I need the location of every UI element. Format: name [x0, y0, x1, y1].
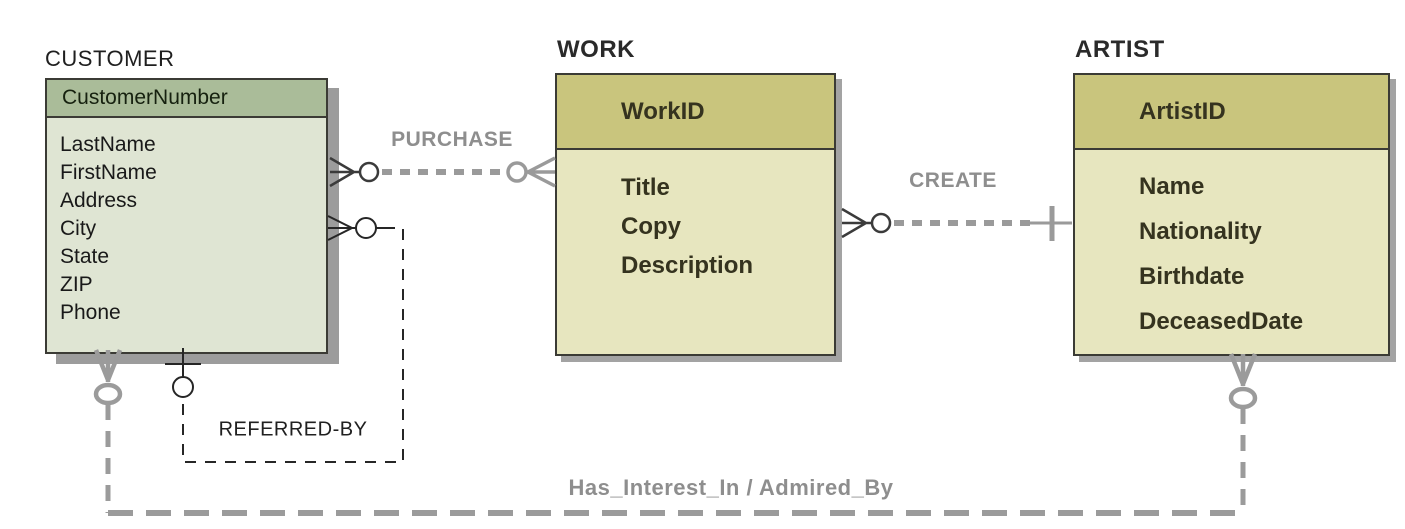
relationship-label-purchase: PURCHASE — [387, 128, 517, 152]
optional-circle-icon — [358, 161, 380, 183]
attribute: Phone — [60, 301, 121, 324]
crows-foot-many-icon — [524, 156, 556, 188]
crows-foot-many-icon — [841, 207, 872, 239]
crows-foot-many-icon — [329, 156, 360, 188]
optional-circle-icon — [93, 382, 123, 406]
entity-work-key: WorkID — [557, 75, 834, 150]
one-bar-icon — [165, 348, 201, 377]
entity-artist-key: ArtistID — [1075, 75, 1388, 150]
attribute: Birthdate — [1139, 263, 1245, 290]
entity-title-artist: ARTIST — [1075, 36, 1165, 63]
optional-circle-icon — [1228, 386, 1258, 410]
optional-circle-icon — [172, 376, 194, 398]
attribute: Description — [621, 252, 754, 279]
attribute: Nationality — [1139, 218, 1262, 245]
attribute: ZIP — [60, 273, 93, 296]
crows-foot-many-icon — [93, 349, 123, 382]
entity-work-attributes: Title Copy Description — [557, 150, 834, 354]
entity-work: WorkID Title Copy Description — [555, 73, 836, 356]
entity-title-work: WORK — [557, 36, 635, 63]
create-relationship — [841, 206, 1072, 241]
optional-circle-icon — [355, 217, 377, 239]
attribute: Address — [60, 189, 138, 212]
attribute: State — [60, 245, 110, 268]
entity-artist: ArtistID Name Nationality Birthdate Dece… — [1073, 73, 1390, 356]
entity-customer: CustomerNumber LastName FirstName Addres… — [45, 78, 328, 354]
attribute: LastName — [60, 133, 156, 156]
attribute: Title — [621, 174, 670, 201]
crows-foot-many-icon — [1228, 353, 1258, 386]
attribute: City — [60, 217, 97, 240]
optional-circle-icon — [506, 161, 528, 183]
optional-circle-icon — [870, 212, 892, 234]
relationship-label-has-interest: Has_Interest_In / Admired_By — [564, 475, 898, 501]
attribute: Name — [1139, 173, 1205, 200]
has-interest-relationship — [93, 349, 1258, 516]
purchase-relationship — [329, 156, 556, 188]
attribute: DeceasedDate — [1139, 308, 1304, 335]
entity-customer-key: CustomerNumber — [47, 80, 326, 118]
crows-foot-many-icon — [327, 215, 356, 241]
attribute: FirstName — [60, 161, 157, 184]
relationship-label-referred-by: REFERRED-BY — [214, 418, 372, 442]
referred-by-relationship — [165, 215, 404, 463]
entity-artist-attributes: Name Nationality Birthdate DeceasedDate — [1075, 150, 1388, 354]
entity-title-customer: CUSTOMER — [45, 46, 175, 71]
relationship-label-create: CREATE — [905, 169, 1001, 193]
entity-customer-attributes: LastName FirstName Address City State ZI… — [47, 118, 326, 352]
attribute: Copy — [621, 213, 681, 240]
